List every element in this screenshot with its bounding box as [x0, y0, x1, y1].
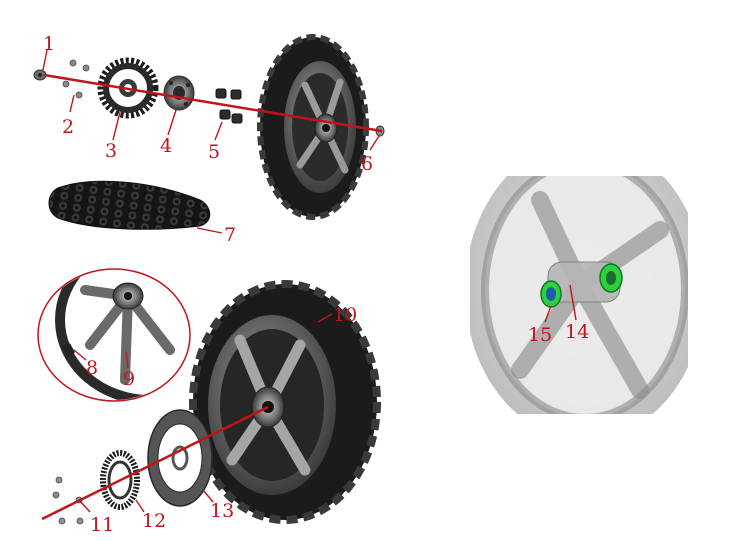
callout-3: 3: [105, 140, 117, 162]
bearing-part-15: [540, 280, 562, 308]
leader-lines: [42, 49, 577, 513]
callout-13: 13: [210, 500, 234, 522]
bearing-part-14: [599, 263, 623, 293]
rear-wheel-lower-part-10: [189, 280, 381, 524]
lower-exploded-assembly: [41, 280, 381, 525]
upper-exploded-assembly: [33, 34, 385, 220]
callout-8: 8: [86, 357, 98, 379]
callout-10: 10: [333, 304, 357, 326]
valve-part-8: [62, 343, 75, 357]
callout-9: 9: [123, 368, 135, 390]
callout-labels: 1 2 3 4 5 6 7 8 9 10 11 12 13 14 15: [43, 33, 589, 536]
callout-14: 14: [565, 321, 589, 343]
small-bolts-part-2: [62, 59, 90, 99]
damper-blocks-part-5: [215, 88, 243, 124]
brake-disc-part-13: [147, 409, 213, 507]
detail-inset-circle: [37, 268, 191, 402]
drive-chain-part-7: [48, 180, 211, 230]
transparent-wheel-view: [470, 176, 688, 414]
callout-11: 11: [90, 514, 114, 536]
callout-4: 4: [160, 135, 172, 157]
disc-carrier-ring-part-12: [100, 450, 140, 510]
callout-7: 7: [224, 224, 236, 246]
callout-15: 15: [528, 324, 552, 346]
sprocket-carrier-part-4: [163, 75, 195, 111]
callout-12: 12: [142, 510, 166, 532]
callout-6: 6: [361, 153, 373, 175]
rear-wheel-upper: [257, 34, 369, 220]
callout-2: 2: [62, 116, 74, 138]
callout-1: 1: [43, 33, 55, 55]
axle-line-upper: [43, 73, 383, 133]
callout-5: 5: [208, 141, 220, 163]
